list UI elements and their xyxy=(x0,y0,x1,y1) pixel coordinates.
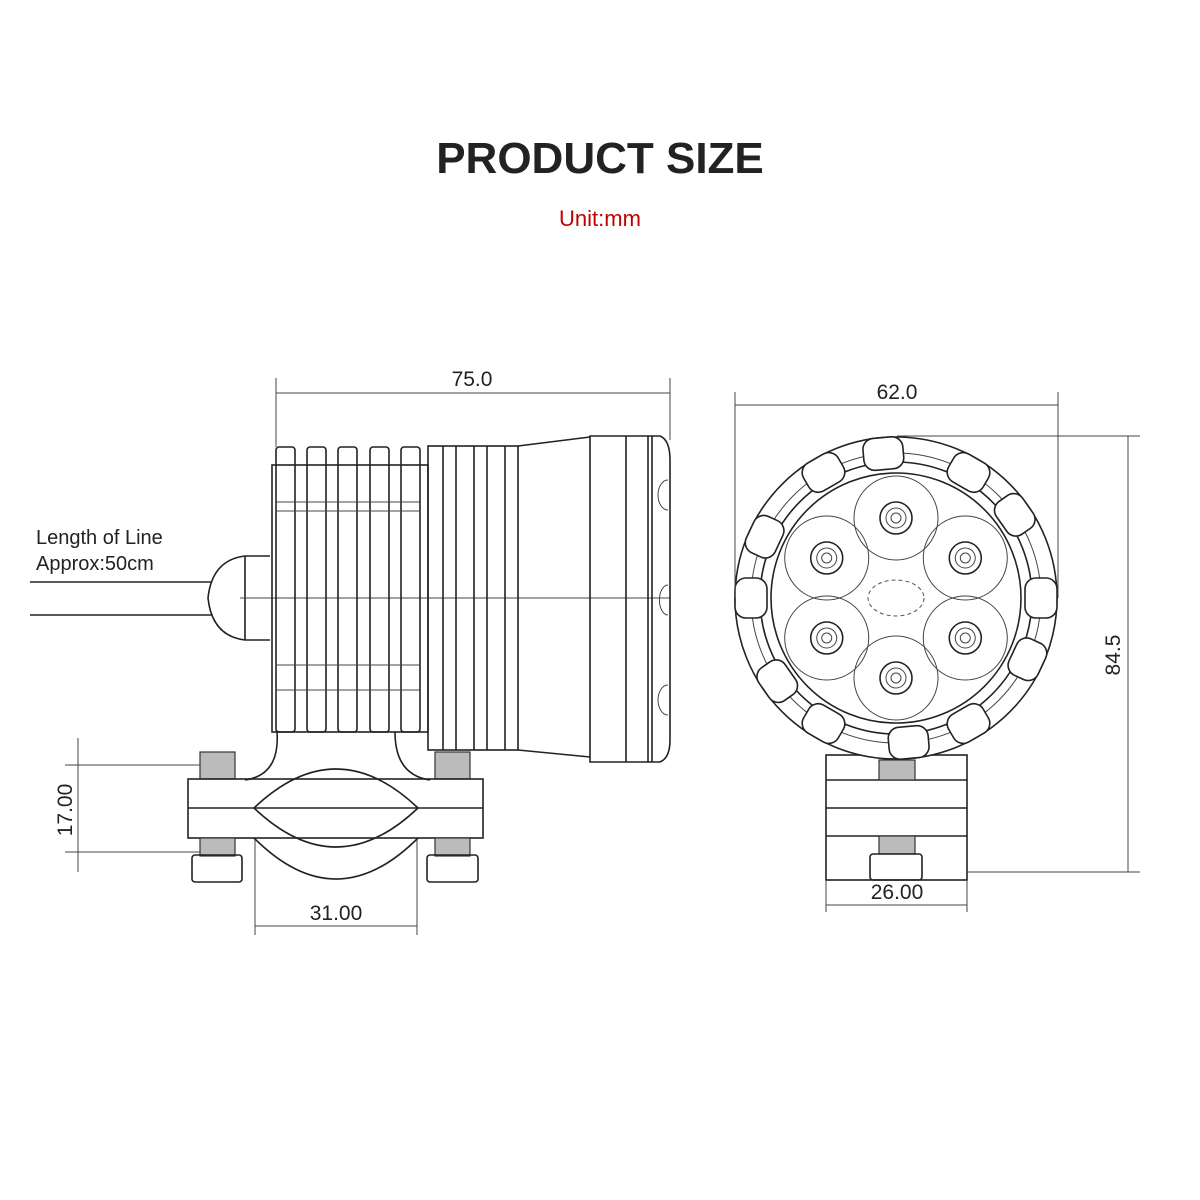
bezel-knob xyxy=(756,659,799,704)
page-title: PRODUCT SIZE xyxy=(436,134,764,183)
dim-front-height: 84.5 xyxy=(1102,635,1125,676)
bezel-knob xyxy=(801,451,846,494)
bezel-knob xyxy=(734,577,768,619)
side-view xyxy=(30,435,671,883)
dim-bracket-width: 26.00 xyxy=(871,881,924,904)
bezel-knob xyxy=(887,724,930,761)
led-lens xyxy=(853,475,939,561)
cable-note-line2: Approx:50cm xyxy=(36,553,154,575)
cable-gland xyxy=(207,555,270,641)
bezel-knob xyxy=(946,702,991,745)
bezel-knob xyxy=(946,451,991,494)
dim-clamp-height: 17.00 xyxy=(54,784,77,837)
dim-side-length: 75.0 xyxy=(452,368,493,391)
led-lens xyxy=(784,515,870,601)
front-view xyxy=(734,435,1058,881)
unit-label: Unit:mm xyxy=(559,206,641,231)
bezel-knob xyxy=(801,702,846,745)
dimension-lines-front: 62.0 84.5 26.00 xyxy=(734,381,1140,912)
bezel-knob xyxy=(993,492,1036,537)
bezel-knob xyxy=(862,435,905,472)
dim-front-diameter: 62.0 xyxy=(877,381,918,404)
bezel-knob xyxy=(1007,637,1048,682)
led-lens xyxy=(922,595,1008,681)
dim-clamp-width: 31.00 xyxy=(310,902,363,925)
cable-note-line1: Length of Line xyxy=(36,527,163,549)
bezel-knob xyxy=(1024,577,1058,619)
led-lens xyxy=(853,635,939,721)
bezel-knob xyxy=(744,514,785,559)
led-lens xyxy=(784,595,870,681)
dimension-lines-side: 75.0 17.00 31.00 xyxy=(54,368,671,935)
led-lens xyxy=(922,515,1008,601)
